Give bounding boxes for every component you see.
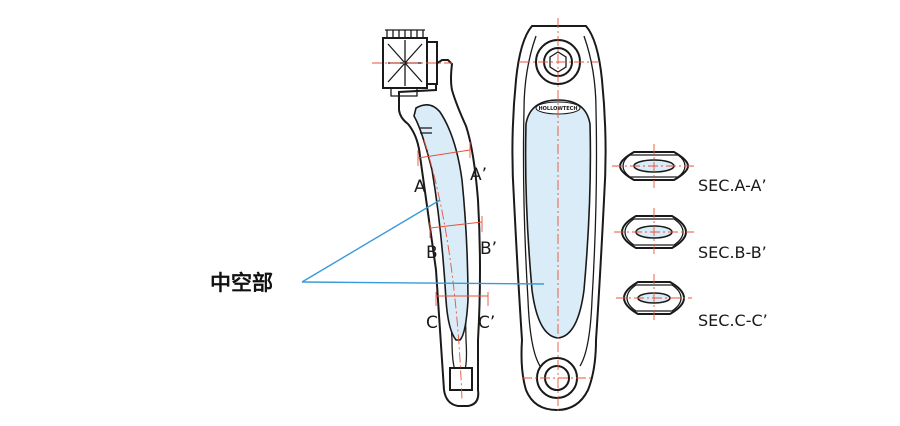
cross-sections: SEC.A-A’ SEC.B-B’ SEC.C-C’: [612, 144, 768, 330]
side-view-axis: [423, 139, 463, 401]
leader-line-front-view: [301, 281, 545, 285]
front-view-inner-contour: [522, 35, 598, 367]
spline-teeth: [385, 29, 425, 38]
section-c-left-label: C: [426, 313, 438, 333]
spindle-bolt: [390, 88, 418, 97]
hollow-callout: 中空部: [210, 199, 545, 295]
side-view-hollow: [413, 104, 469, 341]
section-a-shape: [612, 144, 696, 188]
section-b-shape: [614, 208, 694, 256]
section-a-caption: SEC.A-A’: [698, 176, 767, 195]
section-a-right-label: A’: [470, 165, 487, 185]
section-line-a: [417, 142, 471, 166]
section-b-caption: SEC.B-B’: [698, 243, 767, 262]
section-c-shape: [616, 274, 692, 322]
spindle-hex: [549, 51, 567, 73]
side-view-mark: [420, 127, 432, 134]
section-c-caption: SEC.C-C’: [698, 311, 768, 330]
section-b-left-label: B: [426, 243, 438, 263]
section-c-right-label: C’: [478, 313, 495, 333]
section-line-b: [429, 216, 483, 238]
front-view: HOLLOWTECH: [511, 18, 607, 414]
hollow-part-label: 中空部: [210, 271, 273, 295]
leader-line-side-view: [301, 199, 441, 283]
section-a-left-label: A: [414, 177, 426, 197]
section-line-c: [435, 292, 489, 306]
side-view: A A’ B B’ C C’: [372, 29, 497, 407]
section-b-right-label: B’: [480, 239, 497, 259]
